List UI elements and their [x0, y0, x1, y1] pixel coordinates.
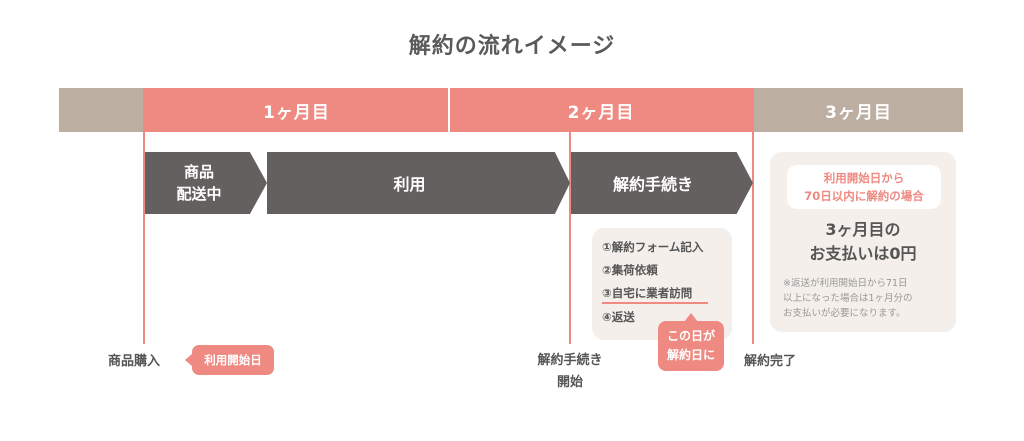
payment-note: ※返送が利用開始日から71日 以上になった場合は1ヶ月分の お支払いが必要になり… [783, 276, 953, 321]
cancel-start-line [569, 132, 571, 344]
purchase-label: 商品購入 [108, 354, 161, 369]
month-1-label: 1ヶ月目 [263, 102, 330, 123]
cancellation-date-callout: この日が 解約日に [658, 321, 724, 371]
start-badge-pointer [185, 353, 193, 367]
free-payment-message: 3ヶ月目の お支払いは0円 [770, 218, 956, 266]
condition-badge: 利用開始日から 70日以内に解約の場合 [787, 165, 941, 209]
month-3-label: 3ヶ月目 [825, 102, 892, 123]
month-1-header: 1ヶ月目 [145, 88, 448, 132]
callout-line2: 解約日に [666, 348, 715, 362]
header-lead-segment [59, 88, 143, 132]
month-2-header: 2ヶ月目 [450, 88, 752, 132]
note-line1: ※返送が利用開始日から71日 [783, 278, 908, 289]
step-4: ④返送 [602, 310, 635, 324]
free-payment-line2: お支払いは0円 [809, 244, 917, 263]
step-2: ②集荷依頼 [602, 263, 658, 277]
callout-line1: この日が [666, 329, 715, 343]
note-line2: 以上になった場合は1ヶ月分の [783, 293, 913, 304]
month-3-header: 3ヶ月目 [754, 88, 963, 132]
usage-label: 利用 [393, 175, 426, 194]
shipping-label-line1: 商品 [183, 163, 214, 181]
cancellation-steps-list: ①解約フォーム記入 ②集荷依頼 ③自宅に業者訪問 ④返送 [602, 236, 708, 329]
shipping-label-line2: 配送中 [176, 185, 222, 203]
cancel-complete-line [752, 88, 754, 344]
cancel-start-line1: 解約手続き [537, 353, 603, 368]
step-3: ③自宅に業者訪問 [602, 286, 693, 300]
cancel-start-label: 解約手続き 開始 [520, 350, 620, 394]
cancel-complete-label: 解約完了 [744, 354, 797, 369]
step-1: ①解約フォーム記入 [602, 240, 704, 254]
note-line3: お支払いが必要になります。 [783, 308, 906, 319]
cancellation-label: 解約手続き [612, 175, 693, 194]
start-date-badge: 利用開始日 [192, 345, 274, 375]
phase-cancellation-arrow: 解約手続き [571, 152, 753, 214]
diagram-title: 解約の流れイメージ [408, 34, 616, 59]
phase-usage-arrow: 利用 [267, 152, 570, 214]
condition-line2: 70日以内に解約の場合 [804, 189, 924, 203]
purchase-line [143, 88, 145, 344]
free-payment-line1: 3ヶ月目の [825, 220, 901, 239]
cancel-start-line2: 開始 [556, 375, 583, 390]
step-3-underline [602, 302, 708, 304]
month-2-label: 2ヶ月目 [567, 102, 635, 123]
phase-shipping-arrow: 商品 配送中 [145, 152, 267, 214]
callout-pointer [684, 313, 698, 322]
start-date-label: 利用開始日 [204, 353, 262, 367]
condition-line1: 利用開始日から [823, 171, 905, 185]
